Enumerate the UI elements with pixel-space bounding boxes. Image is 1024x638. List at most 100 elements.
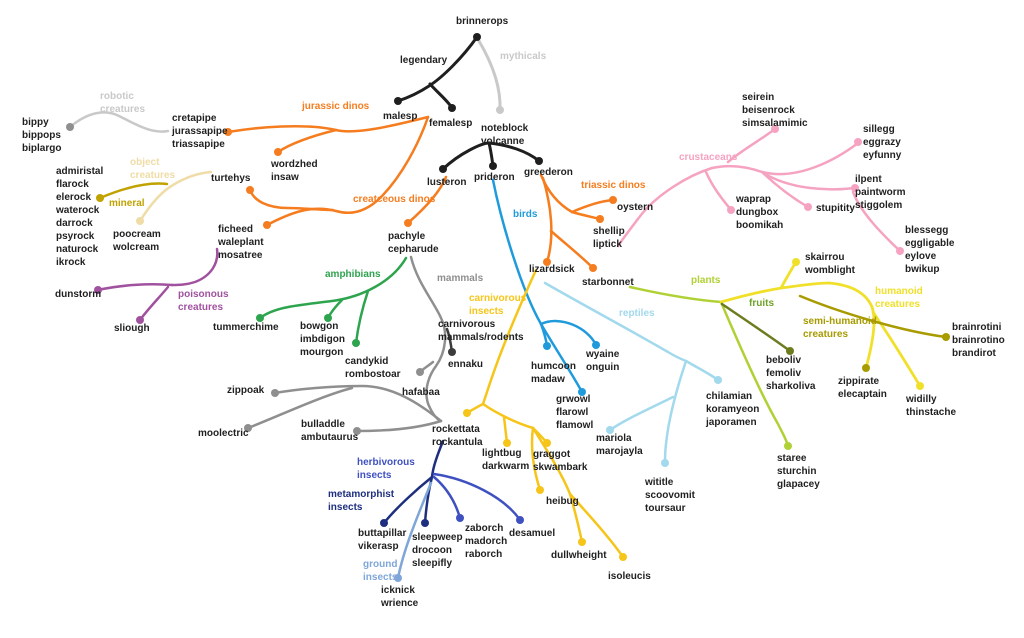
species-prideron[interactable]: prideron: [474, 172, 515, 183]
starbonnet-dot[interactable]: [589, 264, 597, 272]
species-cretapipe[interactable]: cretapipe jurassapipe triassapipe: [172, 113, 228, 150]
species-turtehys[interactable]: turtehys: [211, 173, 251, 184]
staree-dot[interactable]: [784, 442, 792, 450]
species-wyaine[interactable]: wyaine onguin: [586, 349, 620, 373]
species-icknick[interactable]: icknick wrience: [381, 585, 419, 609]
species-sleepweep[interactable]: sleepweep drocoon sleepifly: [412, 532, 463, 569]
desamuel-dot[interactable]: [516, 516, 524, 524]
icknick-dot[interactable]: [394, 574, 402, 582]
species-isoleucis[interactable]: isoleucis: [608, 571, 651, 582]
species-lusteron[interactable]: lusteron: [427, 177, 467, 188]
shellip-dot[interactable]: [596, 215, 604, 223]
species-femalesp[interactable]: femalesp: [429, 118, 473, 129]
category-poisonous-creatures[interactable]: poisonous creatures: [178, 289, 229, 313]
category-mythicals[interactable]: mythicals: [500, 51, 547, 62]
category-mammals[interactable]: mammals: [437, 273, 484, 284]
stupitity-dot[interactable]: [804, 203, 812, 211]
malesp-dot[interactable]: [394, 97, 402, 105]
sleepweep-dot[interactable]: [421, 519, 429, 527]
category-mineral[interactable]: mineral: [109, 198, 145, 209]
category-ground-insects[interactable]: ground insects: [363, 559, 398, 583]
species-wititle[interactable]: wititle scoovomit toursaur: [645, 477, 696, 514]
species-malesp[interactable]: malesp: [383, 111, 418, 122]
species-oystern[interactable]: oystern: [617, 202, 654, 213]
prideron-dot[interactable]: [489, 162, 497, 170]
species-wordzhed[interactable]: wordzhed insaw: [271, 159, 318, 183]
greederon-dot[interactable]: [535, 157, 543, 165]
species-moolectric[interactable]: moolectric: [198, 428, 249, 439]
lusteron-dot[interactable]: [439, 165, 447, 173]
category-birds[interactable]: birds: [513, 209, 538, 220]
cretapipe-dot[interactable]: [224, 128, 232, 136]
category-carnivorous-mammals-rodents[interactable]: carnivorous mammals/rodents: [438, 319, 524, 343]
species-sliough[interactable]: sliough: [114, 323, 150, 334]
species-bowgon[interactable]: bowgon imbdigon mourgon: [300, 321, 345, 358]
species-poocream[interactable]: poocream wolcream: [113, 229, 161, 253]
waprap-dot[interactable]: [727, 206, 735, 214]
wordzhed-dot[interactable]: [274, 148, 282, 156]
brinnerops-dot[interactable]: [473, 33, 481, 41]
species-mariola[interactable]: mariola marojayla: [596, 433, 643, 457]
dullwheight-dot[interactable]: [578, 538, 586, 546]
heibug-dot[interactable]: [536, 486, 544, 494]
femalesp-dot[interactable]: [448, 104, 456, 112]
species-zippoak[interactable]: zippoak: [227, 385, 265, 396]
species-candykid[interactable]: candykid rombostoar: [345, 356, 401, 380]
species-ilpent[interactable]: ilpent paintworm stiggolem: [855, 174, 906, 211]
species-lightbug[interactable]: lightbug darkwarm: [482, 448, 530, 472]
category-plants[interactable]: plants: [691, 275, 721, 286]
species-staree[interactable]: staree sturchin glapacey: [777, 453, 820, 490]
category-herbivorous-insects[interactable]: herbivorous insects: [357, 457, 415, 481]
species-noteblock-volcanne[interactable]: noteblock volcanne: [481, 123, 529, 147]
bulladdle-dot[interactable]: [353, 427, 361, 435]
species-pachyle[interactable]: pachyle cepharude: [388, 231, 439, 255]
tummerchime-dot[interactable]: [256, 314, 264, 322]
species-buttapillar[interactable]: buttapillar vikerasp: [358, 528, 407, 552]
category-amphibians[interactable]: amphibians: [325, 269, 381, 280]
candykid-dot[interactable]: [352, 339, 360, 347]
blessegg-dot[interactable]: [896, 247, 904, 255]
category-reptiles[interactable]: reptiles: [619, 308, 655, 319]
moolectric-dot[interactable]: [244, 424, 252, 432]
wyaine-dot[interactable]: [592, 341, 600, 349]
wititle-dot[interactable]: [661, 459, 669, 467]
graggot-dot[interactable]: [543, 439, 551, 447]
poocream-dot[interactable]: [136, 217, 144, 225]
species-dullwheight[interactable]: dullwheight: [551, 550, 607, 561]
species-sillegg[interactable]: sillegg eggrazy eyfunny: [863, 124, 902, 161]
species-chilamian[interactable]: chilamian koramyeon japoramen: [706, 391, 760, 428]
bippy-dot[interactable]: [66, 123, 74, 131]
species-hafabaa[interactable]: hafabaa: [402, 387, 440, 398]
category-legendary[interactable]: legendary: [400, 55, 448, 66]
lizardsick-dot[interactable]: [543, 258, 551, 266]
buttapillar-dot[interactable]: [380, 519, 388, 527]
species-lizardsick[interactable]: lizardsick: [529, 264, 575, 275]
category-jurassic-dinos[interactable]: jurassic dinos: [302, 101, 370, 112]
species-shellip[interactable]: shellip liptick: [593, 226, 625, 250]
beboliv-dot[interactable]: [786, 347, 794, 355]
ennaku-dot[interactable]: [448, 348, 456, 356]
species-zaborch[interactable]: zaborch madorch raborch: [465, 523, 508, 560]
species-bippy[interactable]: bippy bippops biplargo: [22, 117, 62, 154]
ilpent-dot[interactable]: [851, 184, 859, 192]
species-grwowl[interactable]: grwowl flarowl flamowl: [556, 394, 594, 431]
species-humcoon[interactable]: humcoon madaw: [531, 361, 576, 385]
species-ennaku[interactable]: ennaku: [448, 359, 484, 370]
species-brinnerops[interactable]: brinnerops: [456, 16, 509, 27]
dunstorm-dot[interactable]: [94, 286, 102, 294]
zippoak-dot[interactable]: [271, 389, 279, 397]
species-heibug[interactable]: heibug: [546, 496, 579, 507]
isoleucis-dot[interactable]: [619, 553, 627, 561]
brainrotini-dot[interactable]: [942, 333, 950, 341]
species-greederon[interactable]: greederon: [524, 167, 573, 178]
species-desamuel[interactable]: desamuel: [509, 528, 556, 539]
seirein-dot[interactable]: [771, 125, 779, 133]
category-crustaceans[interactable]: crustaceans: [679, 152, 738, 163]
species-tummerchime[interactable]: tummerchime: [213, 322, 279, 333]
species-zippirate[interactable]: zippirate elecaptain: [838, 376, 887, 400]
species-brainrotini[interactable]: brainrotini brainrotino brandirot: [952, 322, 1005, 359]
species-starbonnet[interactable]: starbonnet: [582, 277, 634, 288]
bowgon-dot[interactable]: [324, 314, 332, 322]
species-skairrou[interactable]: skairrou womblight: [805, 252, 855, 276]
pachyle-dot[interactable]: [404, 219, 412, 227]
